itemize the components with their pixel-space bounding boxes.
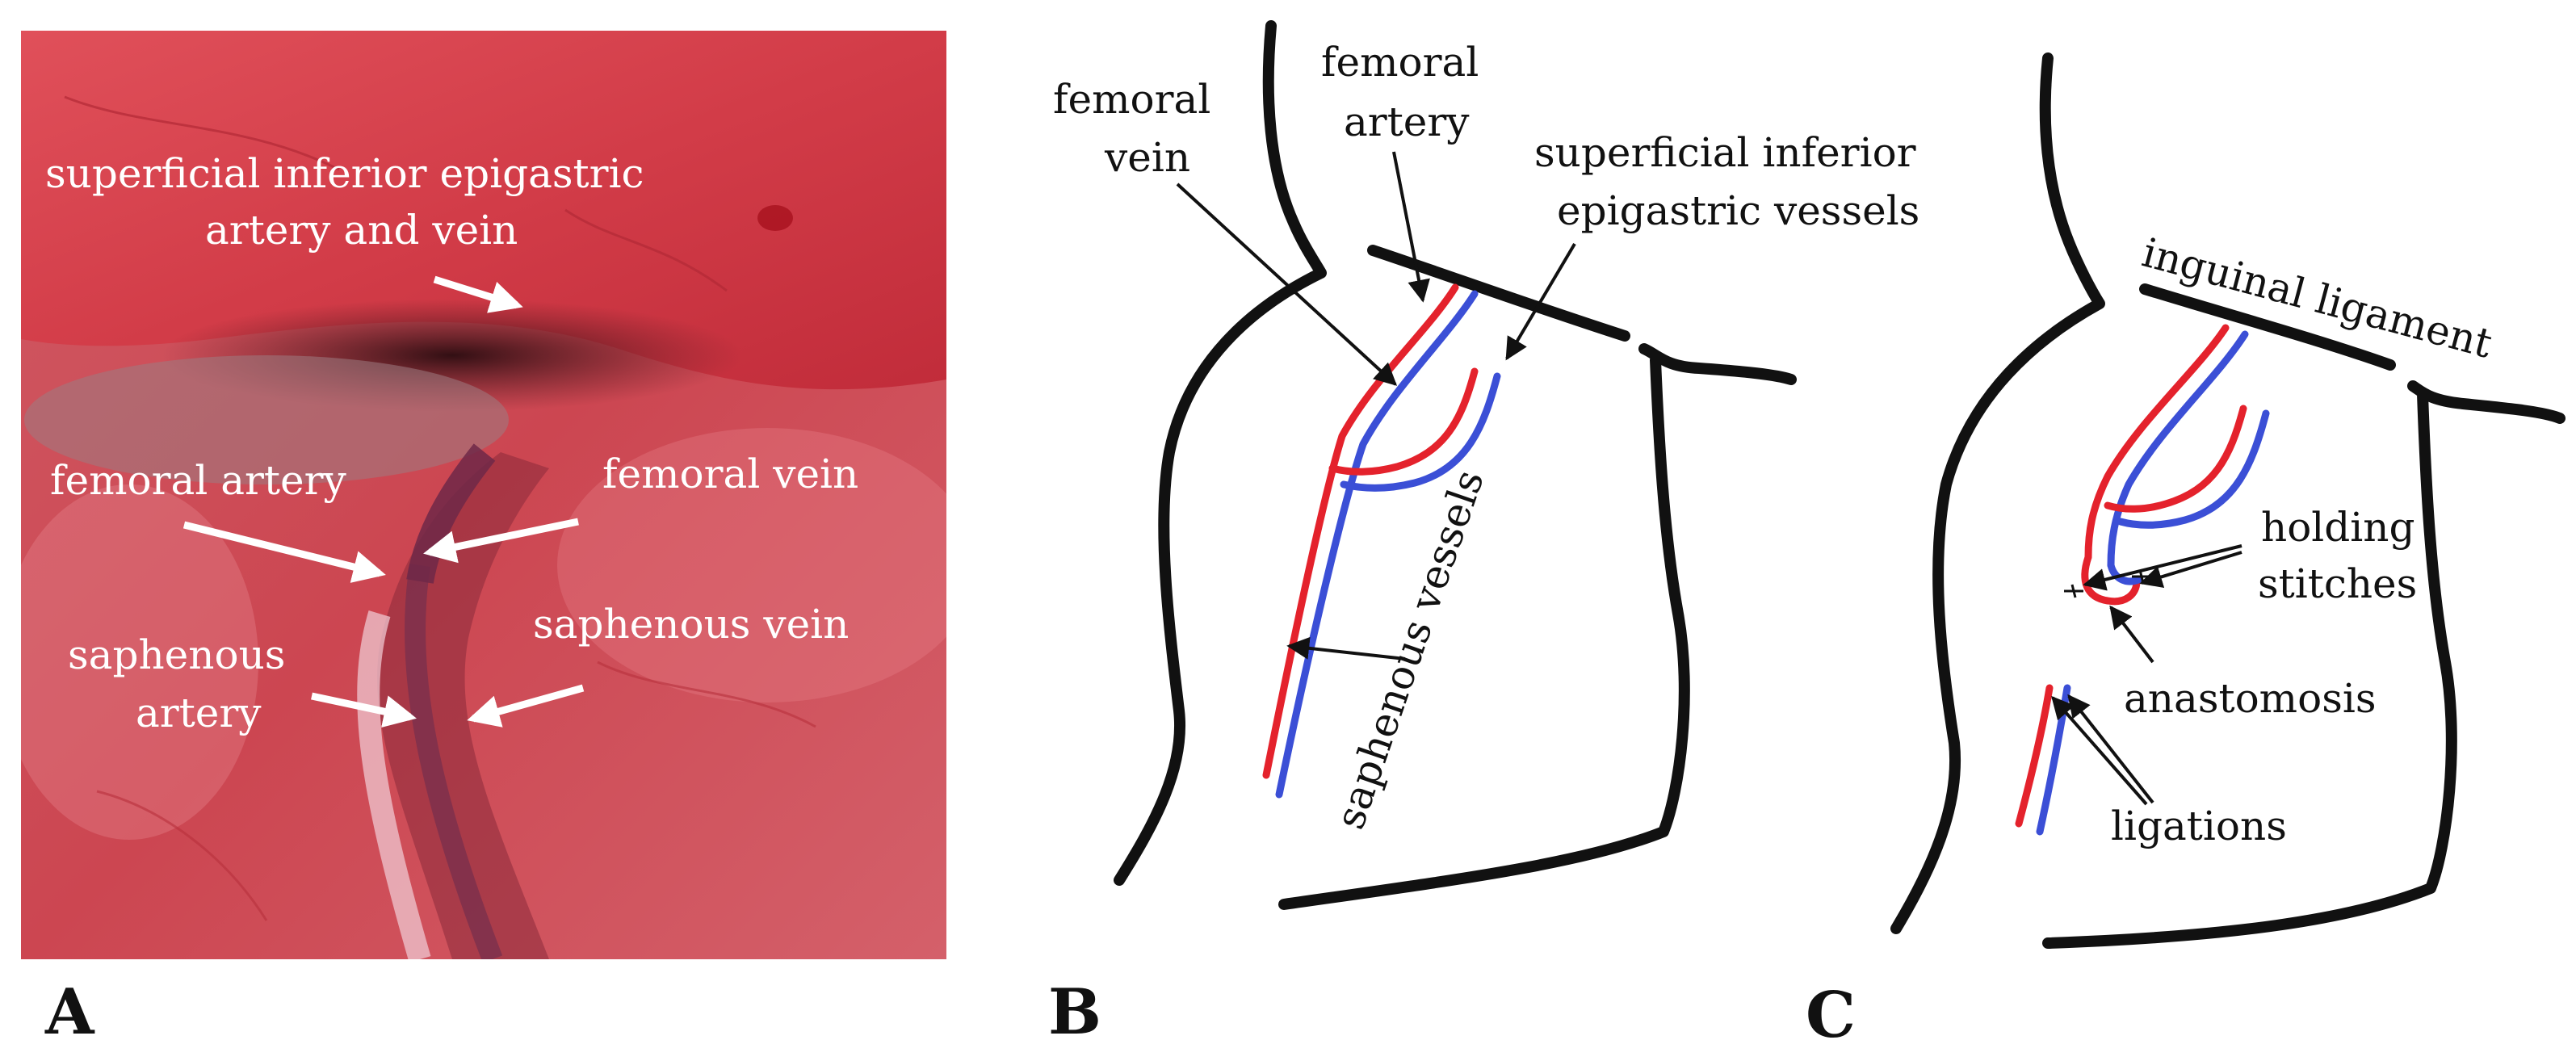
label-femoral-vein-b-line1: femoral: [1053, 76, 1210, 123]
panel-letter-b: B: [1048, 975, 1101, 1049]
photo-femoral-vessel: [406, 443, 496, 585]
photo-upper-fold: [21, 31, 946, 390]
pointer-femoral-artery-b: [1392, 151, 1430, 303]
photo-capillary-1: [64, 95, 340, 171]
outline-c-right: [2042, 380, 2566, 949]
label-sie-b-line1: superficial inferior: [1534, 129, 1916, 176]
photo-bleed-spot: [757, 205, 793, 231]
pointer-femoral-vein-b: [1176, 182, 1398, 386]
photo-capillary-4: [96, 790, 268, 921]
pointer-ligations-right-c: [2067, 694, 2154, 804]
label-saphenous-vessels-b: saphenous vessels: [1327, 464, 1493, 835]
label-saphenous-artery-a-line1: saphenous: [68, 631, 285, 678]
photo-left-sheen: [21, 484, 258, 840]
pointer-holding-right-c: [2139, 551, 2242, 589]
panel-a-labels: superficial inferior epigastric artery a…: [45, 150, 858, 736]
outline-c-left: [1890, 52, 2105, 934]
panel-c-pointers: [2051, 544, 2242, 806]
pointer-holding-left-c: [2083, 544, 2242, 591]
label-saphenous-vein-a: saphenous vein: [533, 601, 849, 648]
pointer-sie-b: [1505, 242, 1576, 361]
label-sie-a-line1: superficial inferior epigastric: [45, 150, 644, 197]
pointer-saphenous-b: [1286, 636, 1406, 661]
label-femoral-artery-b-line2: artery: [1344, 99, 1470, 145]
femoral-artery-b: [1262, 283, 1459, 779]
arrow-femoral-artery-a: [183, 521, 386, 583]
panel-letter-a: A: [44, 975, 95, 1049]
label-femoral-artery-a: femoral artery: [50, 457, 347, 504]
outline-b-right: [1278, 343, 1797, 910]
sie-artery-b: [1328, 367, 1479, 476]
femoral-artery-c: [2084, 324, 2230, 561]
arrow-saphenous-artery-a: [311, 692, 417, 728]
sie-artery-c: [2104, 405, 2247, 513]
label-femoral-vein-a: femoral vein: [602, 451, 858, 497]
photo-capillary-2: [564, 208, 728, 292]
panel-b-pointers: [1176, 151, 1576, 661]
photo-right-sheen: [557, 428, 946, 702]
photo-gray-sheen: [24, 355, 509, 484]
outline-b-ligament: [1367, 245, 1630, 342]
photo-saphenous-vein-streak: [405, 564, 503, 959]
photo-capillary-3: [597, 661, 816, 728]
sie-vein-c: [2117, 409, 2270, 529]
label-femoral-artery-b-line1: femoral: [1321, 39, 1479, 86]
anastomosis-loop-vein-c: [2107, 561, 2142, 585]
panel-c-labels: inguinal ligament holding stitches anast…: [2111, 229, 2497, 849]
arrow-sie-a: [433, 275, 523, 313]
ligated-artery-c: [2015, 684, 2054, 828]
outline-b-left: [1114, 20, 1327, 886]
arrow-saphenous-vein-a: [467, 684, 585, 728]
panel-c-vessels: [2015, 324, 2270, 836]
femoral-vein-c: [2107, 330, 2249, 569]
label-sie-a-line2: artery and vein: [205, 207, 518, 254]
panel-c-outline: [1890, 52, 2566, 949]
label-femoral-vein-b-line2: vein: [1104, 134, 1190, 181]
panel-a-photo: [21, 31, 946, 959]
panel-b-vessels: [1262, 283, 1501, 799]
femoral-vein-b: [1275, 290, 1479, 799]
arrow-femoral-vein-a: [423, 518, 579, 564]
label-sie-b-line2: epigastric vessels: [1557, 187, 1919, 234]
holding-stitch-left-c: [2064, 584, 2083, 598]
label-ligations-c: ligations: [2111, 803, 2287, 849]
label-saphenous-artery-a-line2: artery: [136, 690, 262, 736]
photo-saphenous-artery-streak: [357, 610, 431, 959]
sie-vein-b: [1340, 372, 1501, 492]
label-holding-c-line2: stitches: [2258, 560, 2417, 607]
panel-a-arrows: [183, 275, 585, 728]
panel-b-outline: [1114, 20, 1797, 910]
label-holding-c-line1: holding: [2261, 504, 2415, 551]
label-anastomosis-c: anastomosis: [2124, 675, 2377, 722]
pointer-anastomosis-c: [2109, 605, 2154, 664]
panel-letter-c: C: [1806, 979, 1856, 1052]
outline-c-ligament: [2139, 283, 2396, 371]
